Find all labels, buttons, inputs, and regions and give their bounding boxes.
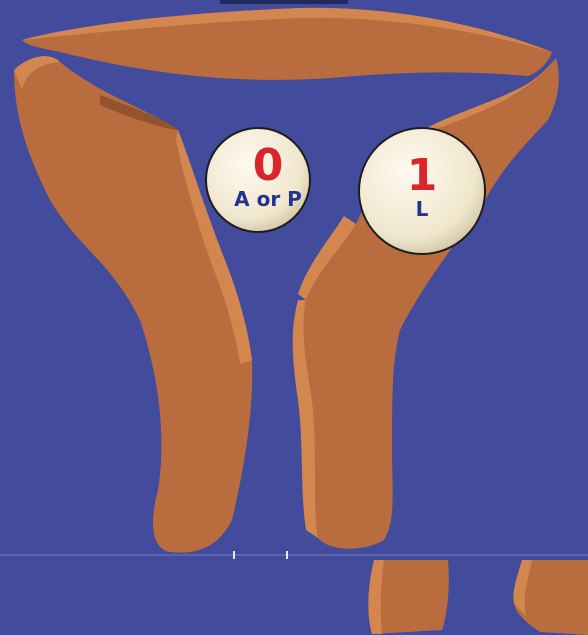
lower-fragment-middle — [368, 560, 448, 634]
left-marker-circle — [206, 128, 310, 232]
small-mark-right — [286, 551, 288, 559]
left-arm — [14, 56, 252, 552]
small-mark-left — [233, 551, 235, 559]
top-band — [22, 8, 552, 80]
right-marker-circle — [359, 128, 485, 254]
top-edge-bar — [220, 0, 348, 4]
lower-fragment-right — [513, 560, 588, 635]
